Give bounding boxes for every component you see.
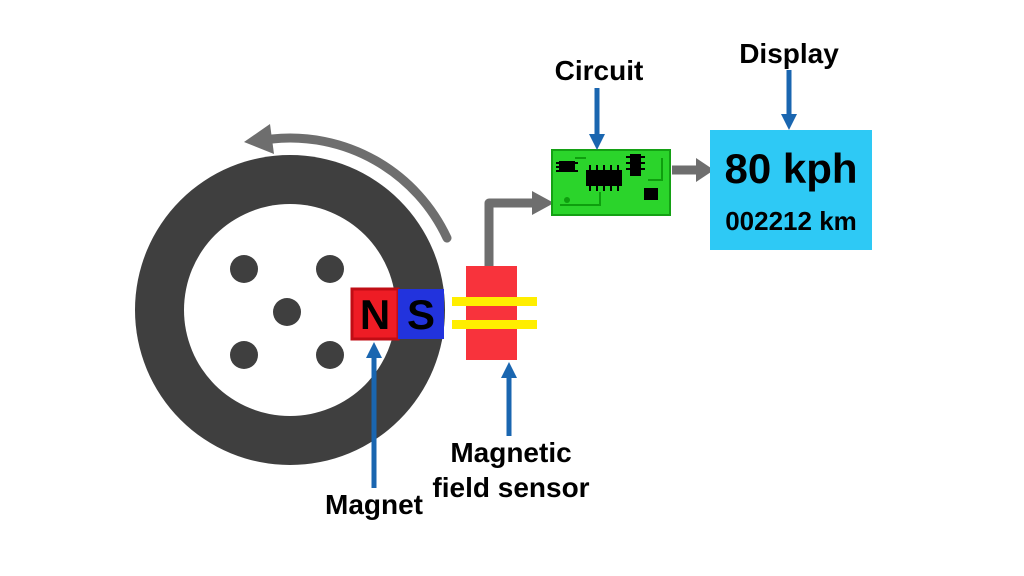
magnetic-field-sensor: [452, 266, 537, 360]
display-unit: 80 kph 002212 km: [710, 130, 872, 250]
solder-pad: [564, 197, 570, 203]
display-screen: [710, 130, 872, 250]
ic-chip-body: [559, 161, 575, 172]
connector-arrow-head: [532, 191, 554, 215]
circuit-label-group: Circuit: [555, 55, 644, 150]
display-pointer-head: [781, 114, 797, 130]
sensor-label-line1: Magnetic: [450, 437, 571, 468]
circuit-to-display-arrow: [672, 158, 714, 182]
ic-chip-pins: [626, 156, 645, 170]
ic-chip: [586, 165, 622, 191]
wheel-bolt-hole: [230, 341, 258, 369]
sensor-wire: [452, 320, 537, 329]
sensor-to-circuit-connector: [484, 191, 554, 272]
circuit-component: [644, 188, 658, 200]
circuit-traces: [560, 157, 663, 206]
magnet-south-pole: [398, 289, 444, 339]
sensor-label-line2: field sensor: [432, 472, 589, 503]
connector-line: [484, 198, 532, 272]
magnet-label: Magnet: [325, 489, 423, 520]
rotation-arrow-head: [244, 124, 274, 154]
magnet: N S: [350, 287, 444, 341]
ic-chip-body: [586, 170, 622, 186]
rotation-arrow: [244, 124, 452, 243]
display-odometer-value: 002212 km: [725, 206, 857, 236]
wheel-bolt-hole: [316, 255, 344, 283]
ic-chip-small: [556, 161, 578, 172]
ic-chip-pins: [589, 165, 619, 191]
magnet-south-letter: S: [407, 291, 435, 338]
magnet-north-letter: N: [360, 291, 390, 338]
sensor-wire: [452, 297, 537, 306]
magnet-north-pole: [350, 287, 400, 341]
sensor-pointer-head: [501, 362, 517, 378]
magnet-pointer-head: [366, 342, 382, 358]
circuit-label: Circuit: [555, 55, 644, 86]
circuit-pointer-head: [589, 134, 605, 150]
rotation-arrow-arc: [267, 133, 452, 243]
sensor-body: [466, 266, 517, 360]
wheel-bolt-hole: [230, 255, 258, 283]
sensor-label-group: Magnetic field sensor: [432, 362, 590, 503]
circuit-board: [551, 149, 671, 216]
display-speed-value: 80 kph: [724, 145, 857, 192]
ic-chip-vertical: [626, 154, 645, 176]
ic-chip-body: [630, 154, 641, 176]
ic-chip-pins: [556, 162, 578, 172]
wheel: [135, 155, 445, 465]
wheel-bolt-hole: [316, 341, 344, 369]
magnet-label-group: Magnet: [325, 342, 423, 520]
display-label-group: Display: [739, 38, 839, 130]
wheel-bolt-hole: [273, 298, 301, 326]
display-label: Display: [739, 38, 839, 69]
arrow-head: [696, 158, 714, 182]
